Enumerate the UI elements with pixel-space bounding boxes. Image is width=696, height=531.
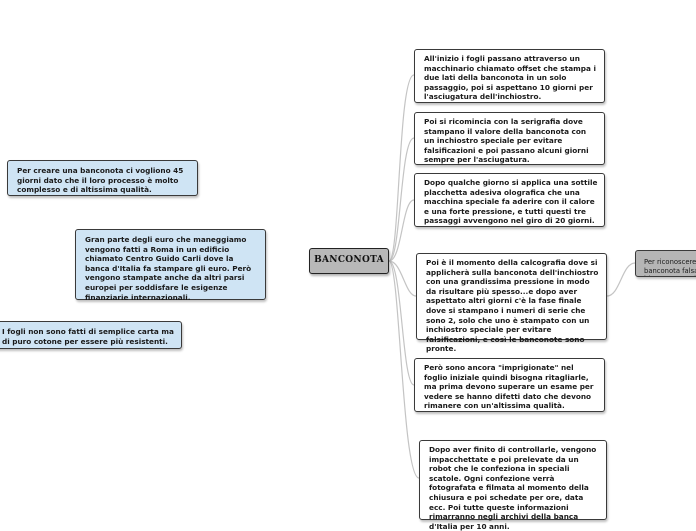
link-right-5 [388, 260, 415, 386]
step-node-4[interactable]: Poi è il momento della calcografia dove … [416, 253, 607, 353]
mind-map-canvas: BANCONOTA All'inizio i fogli passano att… [0, 49, 696, 531]
step-node-5[interactable]: Però sono ancora "imprigionate" nel fogl… [414, 358, 605, 412]
link-right-6 [388, 260, 420, 479]
root-node[interactable]: BANCONOTA [309, 248, 389, 274]
root-label: BANCONOTA [314, 255, 384, 266]
step-node-2[interactable]: Poi si ricomincia con la serigrafia dove… [414, 112, 605, 165]
link-right-3 [388, 199, 415, 262]
step-node-1[interactable]: All'inizio i fogli passano attraverso un… [414, 49, 605, 103]
info-node-1[interactable]: Per creare una banconota ci vogliono 45 … [7, 160, 198, 196]
link-right-1 [388, 74, 415, 262]
link-far-right [606, 262, 636, 297]
step-node-3[interactable]: Dopo qualche giorno si applica una sotti… [414, 173, 605, 227]
info-node-2[interactable]: Gran parte degli euro che maneggiamo ven… [75, 229, 266, 302]
step-node-6[interactable]: Dopo aver finito di controllarle, vengon… [419, 440, 607, 531]
link-right-4 [388, 260, 417, 297]
link-right-2 [388, 137, 415, 262]
far-right-node[interactable]: Per riconoscere una banconota falsa biso… [635, 250, 696, 277]
connector-lines [388, 74, 636, 479]
info-node-3[interactable]: I fogli non sono fatti di semplice carta… [0, 321, 182, 349]
